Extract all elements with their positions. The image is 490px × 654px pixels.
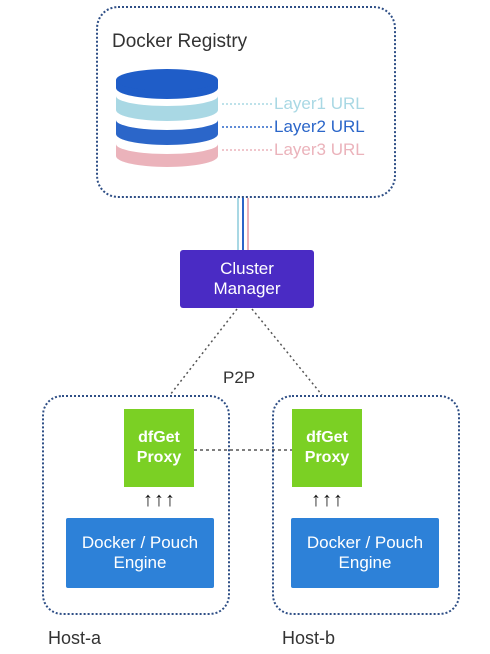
layer3-url-label: Layer3 URL — [274, 140, 365, 159]
layer2-url-label: Layer2 URL — [274, 117, 365, 136]
proxy-label-line1: dfGet — [306, 429, 348, 446]
manager-to-proxy-b-link — [251, 308, 323, 396]
layer1-url-label: Layer1 URL — [274, 94, 365, 113]
database-icon — [116, 69, 218, 167]
host-a-container — [42, 395, 230, 615]
engine-label-line1: Docker / Pouch — [81, 533, 199, 552]
p2p-label: P2P — [223, 368, 256, 387]
host-b-label: Host-b — [282, 628, 336, 648]
host-b-dfget-proxy: dfGet Proxy — [292, 409, 362, 487]
host-b-container — [272, 395, 460, 615]
manager-to-proxy-a-link — [169, 308, 238, 396]
engine-label-line2: Engine — [338, 553, 392, 572]
registry-to-manager-link — [237, 198, 249, 250]
up-arrows-icon: ↑↑↑ — [311, 489, 344, 511]
docker-registry-container — [96, 6, 396, 198]
up-arrows-icon: ↑↑↑ — [143, 489, 176, 511]
host-a-dfget-proxy: dfGet Proxy — [124, 409, 194, 487]
host-b-engine: Docker / Pouch Engine — [291, 518, 439, 588]
engine-label-line1: Docker / Pouch — [306, 533, 424, 552]
cluster-manager-label-line2: Manager — [213, 279, 281, 298]
proxy-label-line2: Proxy — [136, 449, 182, 466]
cluster-manager-label-line1: Cluster — [220, 259, 274, 278]
proxy-label-line1: dfGet — [138, 429, 180, 446]
host-a-label: Host-a — [48, 628, 102, 648]
registry-title: Docker Registry — [112, 31, 248, 52]
proxy-label-line2: Proxy — [304, 449, 350, 466]
cluster-manager-node: Cluster Manager — [180, 250, 314, 308]
host-a-engine: Docker / Pouch Engine — [66, 518, 214, 588]
engine-label-line2: Engine — [113, 553, 167, 572]
